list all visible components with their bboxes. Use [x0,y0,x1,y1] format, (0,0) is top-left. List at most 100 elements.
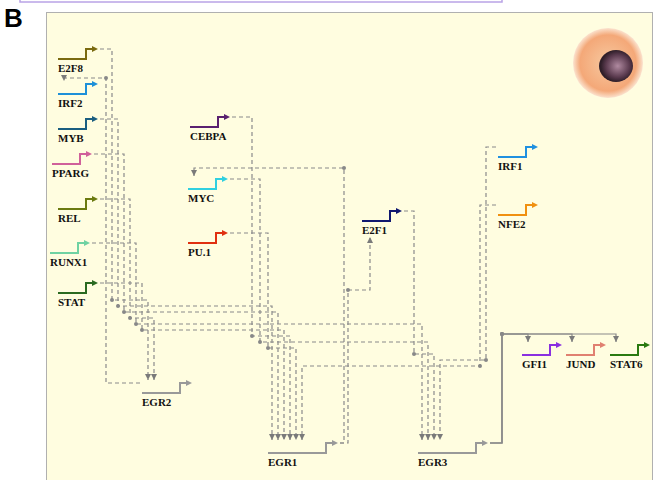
gene-label: GFI1 [522,358,562,371]
gene-node: MYB [56,116,100,145]
gene-arrow [332,440,338,446]
junction-dot [140,328,144,332]
regulatory-link [100,49,148,380]
gene-line [50,243,86,253]
gene-line [188,179,224,189]
regulatory-link [100,283,284,440]
gene-label: NFE2 [498,218,538,231]
regulatory-link [490,334,616,443]
regulatory-link [232,117,290,440]
gene-label: MYB [58,132,98,145]
gene-glyph [50,240,90,256]
gene-glyph [418,440,488,456]
junction-dot [500,332,504,336]
gene-arrow [92,280,98,286]
gene-line [522,345,558,355]
junction-dot [116,304,120,308]
gene-arrow [86,151,92,157]
gene-node: GFI1 [520,342,564,371]
gene-glyph [566,342,606,358]
junction-dot [342,166,346,170]
regulatory-link [100,199,154,380]
gene-label: STAT6 [610,358,650,371]
gene-glyph [188,176,228,192]
gene-line [610,345,646,355]
gene-line [58,199,94,209]
gene-label: MYC [188,192,228,205]
gene-arrow [396,208,402,214]
gene-label: REL [58,212,98,225]
junction-dot [258,340,262,344]
gene-line [498,205,534,215]
gene-arrow [84,240,90,246]
gene-line [58,119,94,129]
junction-dot [250,334,254,338]
gene-node: MYC [186,176,230,205]
gene-glyph [522,342,562,358]
gene-node: IRF2 [56,81,100,110]
regulatory-link [92,243,422,440]
junction-dot [134,322,138,326]
gene-arrow [92,116,98,122]
gene-glyph [58,81,98,97]
regulatory-link [94,154,278,440]
junction-dot [346,288,350,292]
regulatory-link [230,233,296,440]
gene-label: E2F1 [362,224,402,237]
regulatory-link [404,211,434,440]
junction-dot [266,346,270,350]
gene-label: PU.1 [188,246,228,259]
gene-node: EGR2 [140,380,194,409]
gene-node: STAT6 [608,342,652,371]
cell-icon [573,28,643,98]
junction-dot [500,332,504,336]
gene-arrow [644,342,650,348]
gene-line [498,147,534,157]
gene-node: NFE2 [496,202,540,231]
gene-glyph [142,380,192,396]
panel-label: B [4,4,23,32]
gene-arrow [482,440,488,446]
gene-node: STAT [56,280,100,309]
gene-line [142,383,188,393]
junction-dot [110,298,114,302]
gene-line [268,443,334,453]
regulatory-link [230,179,428,440]
gene-label: IRF2 [58,97,98,110]
regulatory-link [100,119,272,440]
junction-dot [104,76,108,80]
junction-dot [128,316,132,320]
gene-node: REL [56,196,100,225]
gene-node: EGR1 [266,440,340,469]
gene-node: EGR3 [416,440,490,469]
regulatory-link [440,147,496,440]
junction-dot [484,358,488,362]
gene-label: EGR2 [142,396,192,409]
gene-node: IRF1 [496,144,540,173]
gene-glyph [58,116,98,132]
gene-glyph [188,230,228,246]
gene-node: E2F1 [360,208,404,237]
gene-arrow [92,196,98,202]
gene-node: JUND [564,342,608,371]
gene-glyph [268,440,338,456]
gene-arrow [222,176,228,182]
gene-glyph [190,114,230,130]
gene-glyph [610,342,650,358]
gene-glyph [58,196,98,212]
gene-arrow [532,144,538,150]
gene-glyph [52,151,92,167]
gene-arrow [532,202,538,208]
gene-glyph [58,280,98,296]
gene-glyph [58,46,98,62]
gene-label: JUND [566,358,606,371]
gene-line [188,233,224,243]
gene-line [566,345,602,355]
gene-node: E2F8 [56,46,100,75]
gene-label: EGR3 [418,456,488,469]
regulatory-link [302,205,496,440]
gene-label: RUNX1 [50,256,90,269]
